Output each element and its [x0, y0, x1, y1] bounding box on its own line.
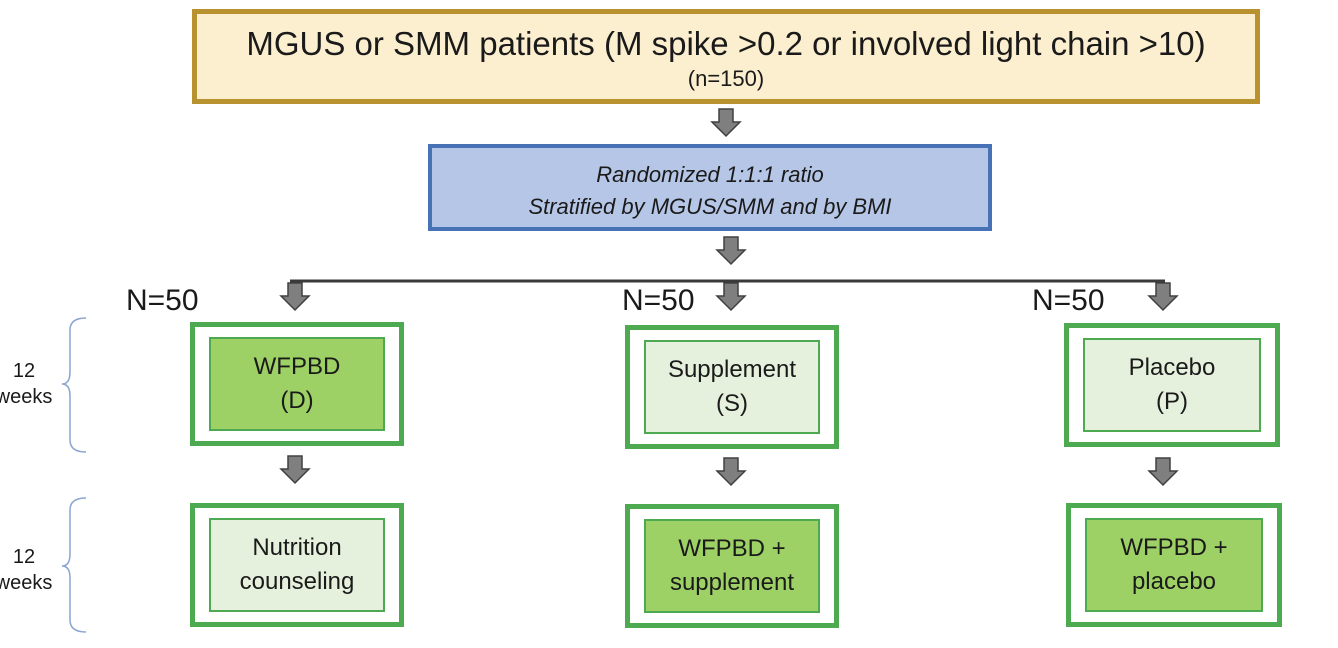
arm-2-phase-2-box: WFPBD + supplement	[625, 504, 839, 628]
arm-3-phase-1-line-1: Placebo	[1128, 354, 1216, 381]
arrow-arm3-phase	[1148, 457, 1178, 486]
arrow-branch-to-arm1	[280, 282, 310, 311]
arm-1-phase-2-box: Nutrition counseling	[190, 503, 404, 627]
arrow-top-to-rand	[711, 108, 741, 137]
arm-1-phase-1-box: WFPBD (D)	[190, 322, 404, 446]
period-1-label: 12 weeks	[0, 360, 53, 408]
arm-2-n: N=50	[622, 284, 695, 317]
arm-2-phase-1-line-2: (S)	[716, 390, 748, 417]
randomization-stratification: Stratified by MGUS/SMM and by BMI	[528, 194, 892, 219]
arrow-arm1-phase	[280, 455, 310, 484]
arm-1-n: N=50	[126, 284, 199, 317]
arm-2-phase-1-box: Supplement (S)	[625, 325, 839, 449]
arm-2-phase-1-line-1: Supplement	[667, 356, 797, 383]
arrow-arm2-phase	[716, 457, 746, 486]
arm-3-phase-1-line-2: (P)	[1156, 388, 1188, 415]
arm-3-phase-2-line-2: placebo	[1131, 568, 1217, 595]
arm-3-phase-2-box: WFPBD + placebo	[1066, 503, 1282, 627]
randomization-ratio: Randomized 1:1:1 ratio	[596, 162, 824, 187]
arm-3-n: N=50	[1032, 284, 1105, 317]
randomization-box: Randomized 1:1:1 ratio Stratified by MGU…	[428, 144, 992, 231]
arm-1-phase-2-line-2: counseling	[239, 568, 355, 595]
arrow-rand-to-branch	[716, 236, 746, 265]
period-brace-2	[61, 497, 87, 633]
arrow-branch-to-arm3	[1148, 282, 1178, 311]
arm-2-phase-2-line-2: supplement	[669, 569, 795, 596]
eligibility-count: (n=150)	[687, 66, 765, 91]
period-2-label: 12 weeks	[0, 546, 53, 594]
eligibility-title: MGUS or SMM patients (M spike >0.2 or in…	[246, 25, 1206, 62]
arm-3-phase-1-box: Placebo (P)	[1064, 323, 1280, 447]
arrow-branch-to-arm2	[716, 282, 746, 311]
eligibility-box: MGUS or SMM patients (M spike >0.2 or in…	[192, 9, 1260, 104]
arm-1-phase-1-line-2: (D)	[280, 387, 314, 414]
period-brace-1	[61, 317, 87, 453]
arm-1-phase-2-line-1: Nutrition	[252, 534, 342, 561]
arm-2-phase-2-line-1: WFPBD +	[678, 535, 786, 562]
arm-3-phase-2-line-1: WFPBD +	[1120, 534, 1228, 561]
arm-1-phase-1-line-1: WFPBD	[253, 353, 341, 380]
